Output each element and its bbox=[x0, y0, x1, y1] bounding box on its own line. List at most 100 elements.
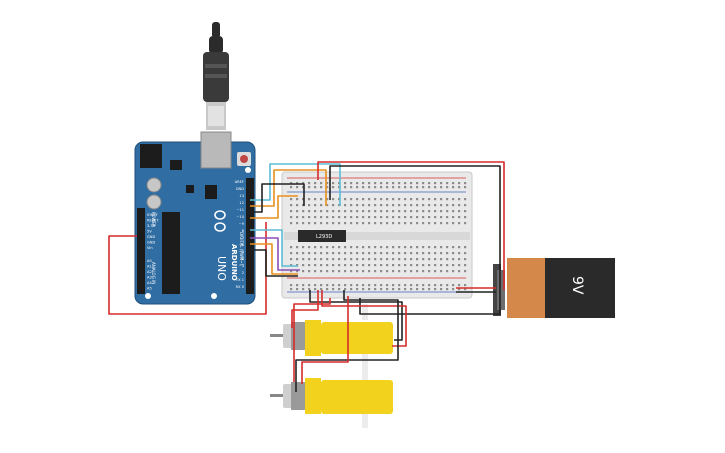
breadboard-hole bbox=[368, 198, 371, 201]
breadboard-hole bbox=[440, 284, 443, 287]
breadboard-hole bbox=[314, 182, 317, 185]
pin-label: A0 bbox=[147, 259, 152, 263]
breadboard-hole bbox=[398, 216, 401, 219]
breadboard-hole bbox=[374, 216, 377, 219]
breadboard-hole bbox=[422, 246, 425, 249]
breadboard-hole bbox=[326, 284, 329, 287]
breadboard-hole bbox=[338, 284, 341, 287]
breadboard-hole bbox=[350, 198, 353, 201]
breadboard-hole bbox=[374, 284, 377, 287]
breadboard-hole bbox=[392, 252, 395, 255]
breadboard-hole bbox=[290, 182, 293, 185]
breadboard-hole bbox=[314, 216, 317, 219]
l293d-chip[interactable] bbox=[298, 230, 346, 242]
breadboard-hole bbox=[392, 270, 395, 273]
breadboard-hole bbox=[458, 284, 461, 287]
pin-label: ~3 bbox=[239, 264, 244, 268]
breadboard-hole bbox=[374, 210, 377, 213]
breadboard-hole bbox=[458, 186, 461, 189]
breadboard-hole bbox=[446, 258, 449, 261]
breadboard-hole bbox=[464, 198, 467, 201]
breadboard-hole bbox=[326, 252, 329, 255]
pin-label: 12 bbox=[239, 201, 244, 205]
breadboard-hole bbox=[320, 284, 323, 287]
breadboard-hole bbox=[458, 182, 461, 185]
breadboard-hole bbox=[344, 258, 347, 261]
breadboard-hole bbox=[428, 222, 431, 225]
breadboard-hole bbox=[464, 288, 467, 291]
dc-motor-2[interactable] bbox=[270, 364, 393, 428]
breadboard-hole bbox=[374, 264, 377, 267]
breadboard-hole bbox=[356, 210, 359, 213]
breadboard-hole bbox=[398, 186, 401, 189]
breadboard-hole bbox=[464, 182, 467, 185]
breadboard-hole bbox=[302, 222, 305, 225]
breadboard-hole bbox=[338, 186, 341, 189]
breadboard-hole bbox=[392, 246, 395, 249]
breadboard-hole bbox=[398, 258, 401, 261]
breadboard-hole bbox=[368, 252, 371, 255]
breadboard-hole bbox=[338, 270, 341, 273]
breadboard-hole bbox=[398, 270, 401, 273]
breadboard-hole bbox=[380, 252, 383, 255]
breadboard-hole bbox=[350, 288, 353, 291]
breadboard-hole bbox=[464, 210, 467, 213]
breadboard-hole bbox=[320, 252, 323, 255]
breadboard-hole bbox=[326, 204, 329, 207]
breadboard-hole bbox=[308, 288, 311, 291]
wire-motor2-a bbox=[291, 290, 319, 328]
breadboard-hole bbox=[404, 222, 407, 225]
breadboard-hole bbox=[350, 204, 353, 207]
breadboard-hole bbox=[428, 252, 431, 255]
breadboard-hole bbox=[458, 252, 461, 255]
breadboard-hole bbox=[374, 222, 377, 225]
breadboard-hole bbox=[302, 258, 305, 261]
pin-label: IOREF bbox=[147, 213, 158, 217]
usb-cable[interactable] bbox=[203, 22, 229, 130]
battery-9v[interactable] bbox=[493, 258, 615, 318]
breadboard-hole bbox=[380, 210, 383, 213]
breadboard-hole bbox=[440, 288, 443, 291]
breadboard-hole bbox=[374, 252, 377, 255]
arduino-uno-board[interactable] bbox=[134, 131, 256, 305]
breadboard-hole bbox=[308, 270, 311, 273]
breadboard-hole bbox=[380, 186, 383, 189]
breadboard-hole bbox=[338, 246, 341, 249]
breadboard-hole bbox=[368, 270, 371, 273]
wires[interactable] bbox=[108, 161, 505, 392]
breadboard-hole bbox=[314, 186, 317, 189]
breadboard-hole bbox=[326, 264, 329, 267]
breadboard-hole bbox=[410, 252, 413, 255]
breadboard-hole bbox=[440, 270, 443, 273]
breadboard-hole bbox=[362, 284, 365, 287]
breadboard-hole bbox=[374, 204, 377, 207]
breadboard-hole bbox=[386, 284, 389, 287]
breadboard-hole bbox=[440, 258, 443, 261]
breadboard-hole bbox=[458, 204, 461, 207]
pin-label: 3.3V bbox=[147, 224, 156, 228]
breadboard-hole bbox=[356, 252, 359, 255]
breadboard-hole bbox=[452, 216, 455, 219]
breadboard-hole bbox=[332, 210, 335, 213]
breadboard[interactable] bbox=[281, 171, 473, 299]
breadboard-hole bbox=[368, 222, 371, 225]
breadboard-hole bbox=[452, 284, 455, 287]
breadboard-hole bbox=[464, 270, 467, 273]
wire-motor2-c bbox=[293, 298, 331, 382]
breadboard-hole bbox=[386, 204, 389, 207]
breadboard-hole bbox=[422, 198, 425, 201]
breadboard-hole bbox=[362, 222, 365, 225]
breadboard-hole bbox=[428, 288, 431, 291]
breadboard-hole bbox=[380, 264, 383, 267]
breadboard-hole bbox=[434, 198, 437, 201]
breadboard-hole bbox=[290, 210, 293, 213]
breadboard-hole bbox=[458, 210, 461, 213]
breadboard-hole bbox=[416, 216, 419, 219]
breadboard-hole bbox=[302, 198, 305, 201]
breadboard-hole bbox=[302, 216, 305, 219]
breadboard-hole bbox=[356, 186, 359, 189]
breadboard-hole bbox=[302, 284, 305, 287]
breadboard-hole bbox=[344, 222, 347, 225]
